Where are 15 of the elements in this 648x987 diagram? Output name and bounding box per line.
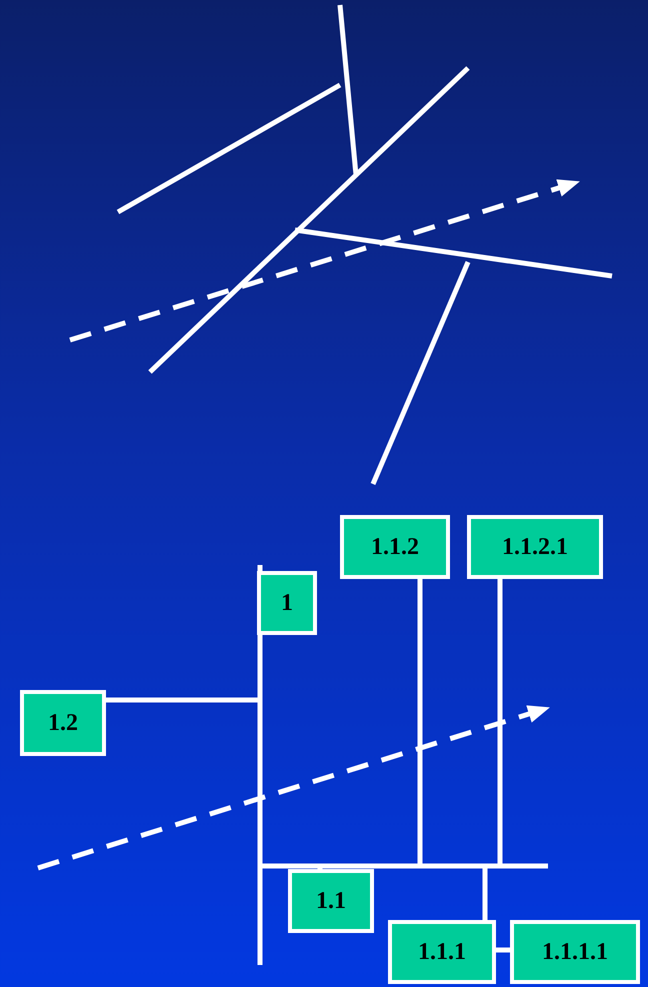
label-box: [257, 571, 317, 635]
connector-line: [496, 948, 510, 952]
label-box: [20, 690, 106, 756]
label-box: [467, 515, 603, 579]
label-box: [340, 515, 450, 579]
label-box: [288, 869, 374, 933]
node-label: 1.1.2: [371, 534, 419, 560]
node-label: 1: [281, 590, 293, 616]
node-label: 1.2: [48, 710, 78, 736]
label-box: [510, 920, 640, 984]
node-label: 1.1.1.1: [542, 938, 608, 966]
node-label: 1.1.1: [418, 938, 466, 966]
node-label: 1.1.2.1: [502, 534, 568, 560]
node-label: 1.1: [316, 888, 346, 914]
label-box: [388, 920, 496, 984]
